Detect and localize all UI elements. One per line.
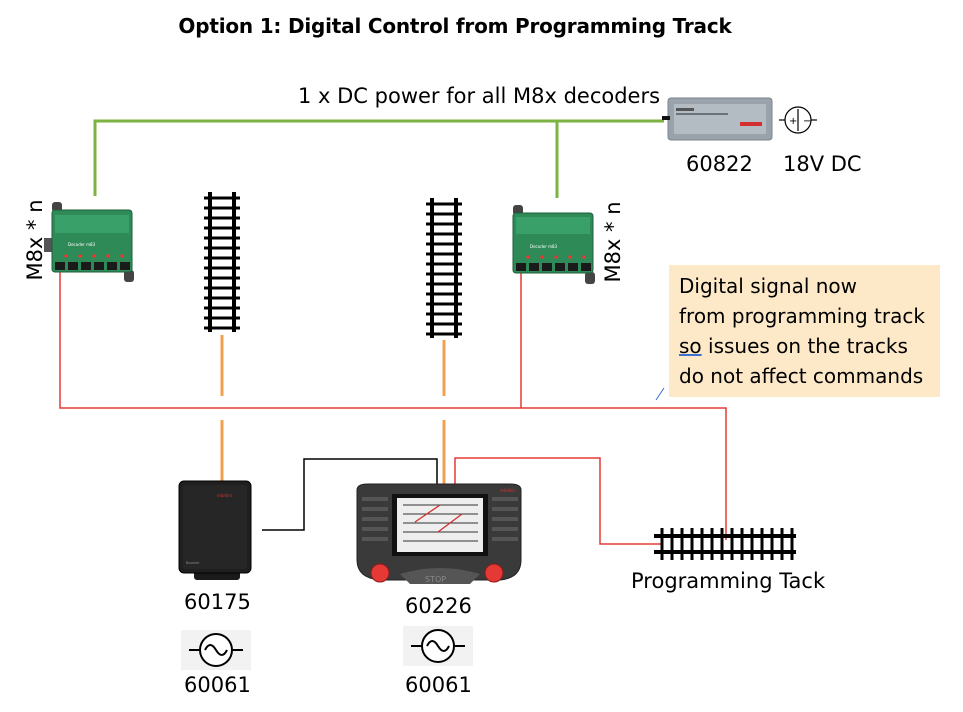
programming-track-icon bbox=[654, 528, 796, 560]
diagram-title: Option 1: Digital Control from Programmi… bbox=[178, 14, 732, 38]
decoder-right-label: M8x * n bbox=[601, 201, 625, 283]
decoder-left-label: M8x * n bbox=[23, 199, 47, 281]
ac-symbol-right-icon bbox=[403, 626, 473, 666]
central-station-icon: märklin STOP bbox=[356, 483, 522, 584]
svg-text:STOP: STOP bbox=[425, 575, 446, 584]
power-wire bbox=[93, 119, 664, 198]
decoder-right-icon: Decoder m83 bbox=[512, 205, 595, 284]
power-supply-icon bbox=[662, 97, 773, 141]
svg-text:Decoder m83: Decoder m83 bbox=[68, 242, 96, 247]
svg-text:märklin: märklin bbox=[500, 488, 516, 493]
note-line-3-rest: issues on the tracks bbox=[701, 334, 908, 358]
note-line-4: do not affect commands bbox=[679, 364, 924, 388]
track-right-icon bbox=[426, 196, 462, 340]
callout-pointer bbox=[655, 387, 665, 401]
note-line-3: so issues on the tracks bbox=[679, 331, 940, 361]
booster-link-wire bbox=[262, 458, 438, 531]
ac-symbol-left-icon bbox=[181, 630, 251, 670]
svg-text:−: − bbox=[803, 116, 811, 127]
note-underlined-word: so bbox=[679, 334, 702, 358]
programming-track-label: Programming Tack bbox=[631, 569, 826, 593]
power-supply-label: 60822 bbox=[686, 152, 753, 176]
track-left-icon bbox=[204, 190, 240, 334]
note-line-2: from programming track bbox=[679, 304, 925, 328]
svg-text:Decoder m83: Decoder m83 bbox=[530, 244, 558, 249]
transformer-left-label: 60061 bbox=[184, 673, 251, 697]
booster-label: 60175 bbox=[184, 590, 251, 614]
note-callout: Digital signal now from programming trac… bbox=[669, 265, 940, 397]
svg-text:märklin: märklin bbox=[217, 493, 233, 498]
track-feed-wires bbox=[220, 335, 446, 484]
power-voltage-label: 18V DC bbox=[783, 152, 862, 176]
decoder-left-icon: Decoder m83 bbox=[44, 202, 134, 282]
signal-wire bbox=[59, 270, 727, 545]
transformer-right-label: 60061 bbox=[405, 673, 472, 697]
svg-text:Booster: Booster bbox=[186, 561, 200, 565]
booster-icon: märklin Booster bbox=[178, 480, 252, 580]
central-station-label: 60226 bbox=[405, 594, 472, 618]
power-wire-label: 1 x DC power for all M8x decoders bbox=[298, 84, 661, 108]
svg-text:+: + bbox=[789, 116, 797, 127]
dc-symbol-icon: + − bbox=[779, 106, 817, 134]
note-line-1: Digital signal now bbox=[679, 274, 858, 298]
